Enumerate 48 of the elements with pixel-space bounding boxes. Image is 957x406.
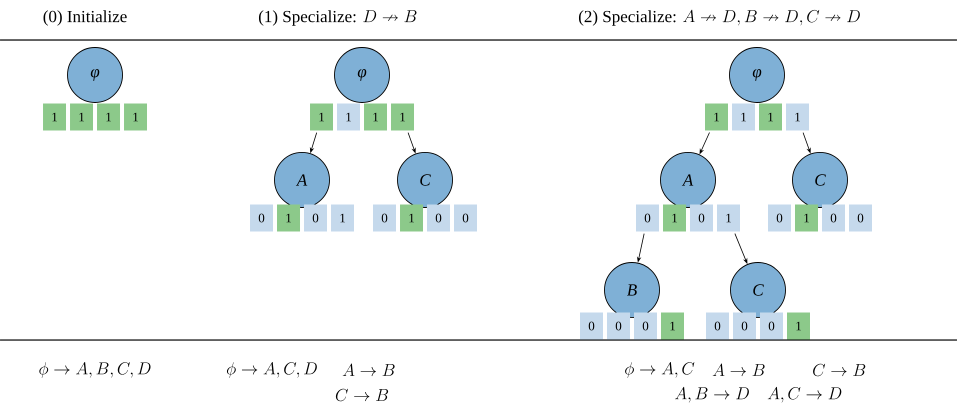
step-heading: (0) Initialize	[44, 10, 127, 26]
bit-cell: 1	[310, 104, 334, 130]
bit-cell: 0	[636, 204, 659, 232]
bit-cell: 0	[373, 204, 396, 232]
bit-cell: 0	[304, 204, 327, 232]
rule-formula: $\phi \rightarrow A,C$	[625, 362, 694, 378]
bit-cell: 1	[364, 104, 387, 130]
step-heading: (1) Specialize: $D \nrightarrow B$	[258, 10, 416, 26]
bit-cell: 0	[454, 204, 477, 232]
bit-cell: 1	[759, 104, 782, 130]
bit-cell: 1	[795, 204, 818, 232]
step-heading: (2) Specialize: $A \nrightarrow D, B \nrightarrow D, C \nrightarrow D$	[578, 10, 860, 26]
bit-cell: 0	[706, 312, 729, 340]
bit-cell: 0	[607, 312, 630, 340]
bit-cell: 1	[70, 104, 94, 130]
bit-cell: 1	[787, 312, 810, 340]
bit-cell: 1	[277, 204, 300, 232]
rule-formula: $\phi \rightarrow A,B,C,D$	[39, 362, 151, 378]
bit-cell: 0	[849, 204, 872, 232]
bit-cell: 1	[124, 104, 148, 130]
bit-cell: 1	[661, 312, 684, 340]
bit-cell: 1	[732, 104, 755, 130]
bit-cell: 1	[331, 204, 354, 232]
bit-cell: 1	[786, 104, 809, 130]
bit-cell: 1	[705, 104, 728, 130]
bit-cell: 1	[337, 104, 360, 130]
bit-cell: 0	[634, 312, 657, 340]
bit-cell: 0	[427, 204, 450, 232]
bit-cell: 0	[733, 312, 756, 340]
bit-cell: 0	[690, 204, 713, 232]
bit-cell: 0	[580, 312, 603, 340]
bit-cell: 1	[391, 104, 414, 130]
bit-cell: 0	[760, 312, 783, 340]
rule-formula: $A \rightarrow B$	[712, 364, 765, 376]
bit-cell: 1	[43, 104, 66, 130]
rule-formula: $A,B \rightarrow D$	[675, 386, 749, 403]
rule-formula: $\phi \rightarrow A,C,D$	[226, 362, 317, 378]
bit-cell: 0	[822, 204, 845, 232]
bit-cell: 1	[663, 204, 686, 232]
rule-formula: $A \rightarrow B$	[342, 364, 395, 376]
rule-formula: $C \rightarrow B$	[813, 364, 866, 376]
bit-cell: 1	[97, 104, 120, 130]
bit-cell: 0	[250, 204, 274, 232]
bit-cell: 1	[717, 204, 740, 232]
bit-cell: 1	[400, 204, 423, 232]
rule-formula: $C \rightarrow B$	[336, 388, 388, 402]
rule-formula: $A,C \rightarrow D$	[768, 386, 842, 403]
bit-cell: 0	[768, 204, 791, 232]
